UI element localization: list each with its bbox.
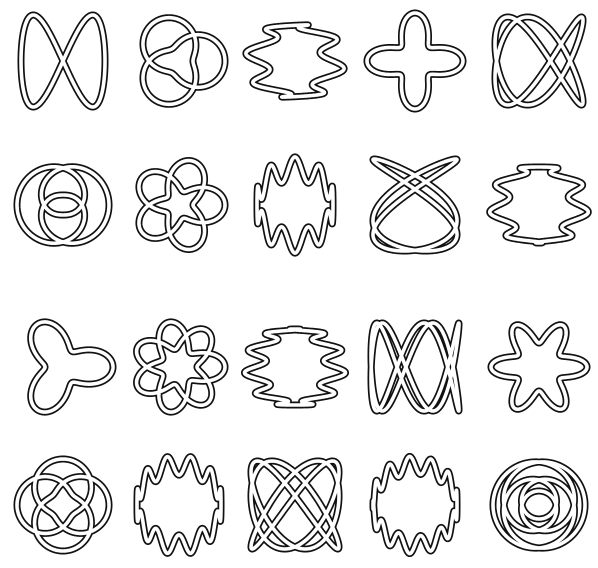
rope-core <box>17 459 109 551</box>
knot-r2c5 <box>484 150 594 260</box>
rope-outline <box>143 18 225 105</box>
rope-core <box>246 25 344 97</box>
knot-r1c2 <box>124 6 234 116</box>
knot-lissajous-2-5-drawing <box>360 312 470 422</box>
knot-r3c1 <box>8 312 118 422</box>
knot-r1c3 <box>240 6 350 116</box>
knot-r4c1 <box>8 450 118 560</box>
knot-r1c5 <box>484 6 594 116</box>
rope-core <box>491 325 587 410</box>
knot-pentafoil-drawing <box>124 150 234 260</box>
knot-r1c1 <box>8 6 118 116</box>
knot-twist-vertical-drawing <box>240 312 350 422</box>
knot-lissajous-3-2-drawing <box>360 150 470 260</box>
knot-trefoil-drawing <box>124 6 234 116</box>
rope-outline <box>367 13 463 109</box>
knot-twist-horizontal-2-drawing <box>360 450 470 560</box>
knot-r3c2 <box>124 312 234 422</box>
rope-outline <box>17 167 109 243</box>
knot-r1c4 <box>360 6 470 116</box>
knot-lissajous-2-3-drawing <box>484 6 594 116</box>
knot-rosette-6-drawing <box>484 312 594 422</box>
knot-r4c2 <box>124 450 234 560</box>
knot-star-heart-drawing <box>8 450 118 560</box>
knot-r2c2 <box>124 150 234 260</box>
knot-star-5-drawing <box>484 450 594 560</box>
rope-core <box>21 15 105 107</box>
knot-r4c4 <box>360 450 470 560</box>
knot-r3c4 <box>360 312 470 422</box>
rope-core <box>251 461 339 549</box>
knot-rosette-4-drawing <box>360 6 470 116</box>
rope-core <box>367 13 463 109</box>
knot-r3c5 <box>484 312 594 422</box>
knot-trefoil-loop-drawing <box>8 150 118 260</box>
knot-twist-heart-drawing <box>240 6 350 116</box>
rope-outline <box>491 325 587 410</box>
knot-lissajous-1-2-drawing <box>8 6 118 116</box>
knot-heptafoil-drawing <box>124 312 234 422</box>
rope-core <box>257 157 333 253</box>
rope-outline <box>17 459 109 551</box>
rope-outline <box>373 159 457 251</box>
rope-outline <box>31 322 113 412</box>
knot-twist-braid-drawing <box>240 150 350 260</box>
knot-rosette-3-drawing <box>8 312 118 422</box>
knot-lissajous-3-4-drawing <box>240 450 350 560</box>
knot-r2c3 <box>240 150 350 260</box>
knot-r2c1 <box>8 150 118 260</box>
knot-r3c3 <box>240 312 350 422</box>
rope-core <box>143 18 225 105</box>
knot-twist-horizontal-drawing <box>124 450 234 560</box>
rope-core <box>137 322 225 412</box>
rope-core <box>495 17 583 105</box>
knot-twist-circle-drawing <box>484 150 594 260</box>
knot-r2c4 <box>360 150 470 260</box>
knot-r4c5 <box>484 450 594 560</box>
knot-r4c3 <box>240 450 350 560</box>
